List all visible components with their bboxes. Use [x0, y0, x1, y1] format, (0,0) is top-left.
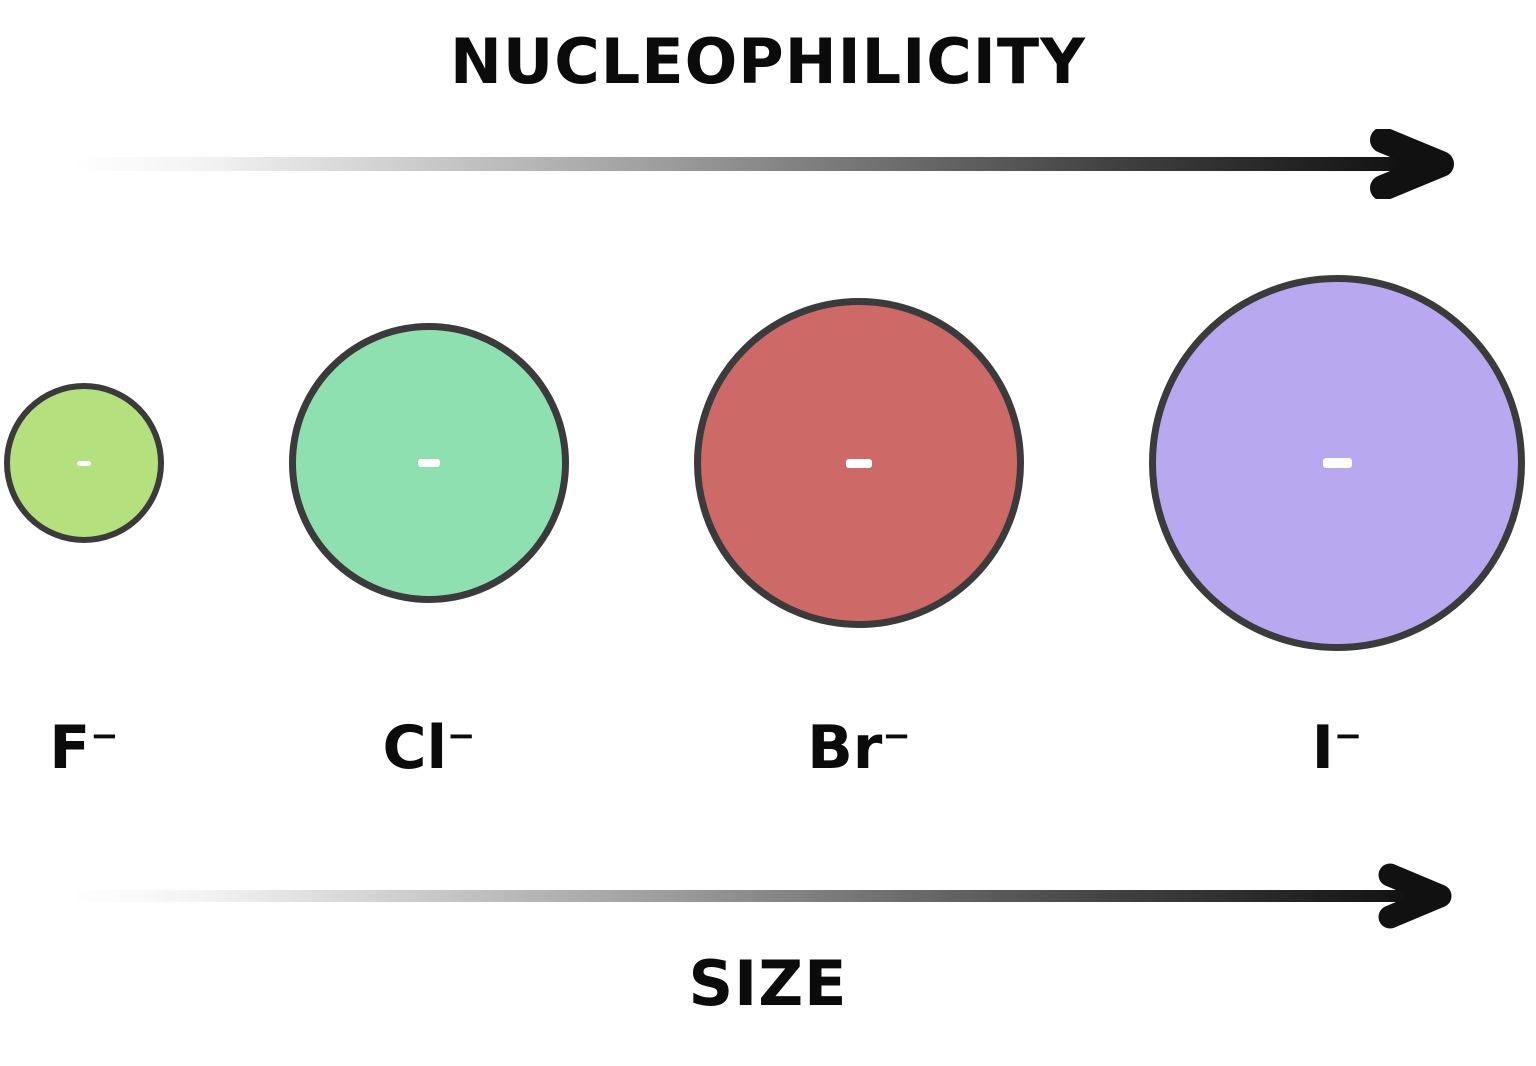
negative-charge-icon [418, 459, 440, 467]
chloride-circle[interactable] [289, 323, 569, 603]
nucleophilicity-arrow [0, 129, 1536, 199]
iodide-label-base: I [1311, 713, 1334, 783]
bromide-label-charge: − [882, 716, 911, 756]
chloride-label: Cl− [299, 718, 559, 778]
negative-charge-icon [1322, 458, 1352, 468]
chloride-label-charge: − [447, 716, 476, 756]
iodide-label: I− [1207, 718, 1467, 778]
fluoride-label-base: F [49, 713, 91, 783]
chloride-label-base: Cl [382, 713, 448, 783]
size-title: SIZE [688, 947, 848, 1020]
fluoride-circle[interactable] [4, 383, 164, 543]
negative-charge-icon [77, 460, 91, 466]
iodide-circle[interactable] [1149, 275, 1525, 651]
size-arrow [0, 861, 1536, 931]
bromide-label: Br− [729, 718, 989, 778]
bromide-label-base: Br [807, 713, 883, 783]
fluoride-label-charge: − [90, 716, 119, 756]
nucleophilicity-title: NUCLEOPHILICITY [449, 25, 1087, 98]
iodide-label-charge: − [1333, 716, 1363, 756]
fluoride-label: F− [0, 718, 214, 778]
negative-charge-icon [846, 458, 872, 468]
bromide-circle[interactable] [694, 298, 1024, 628]
